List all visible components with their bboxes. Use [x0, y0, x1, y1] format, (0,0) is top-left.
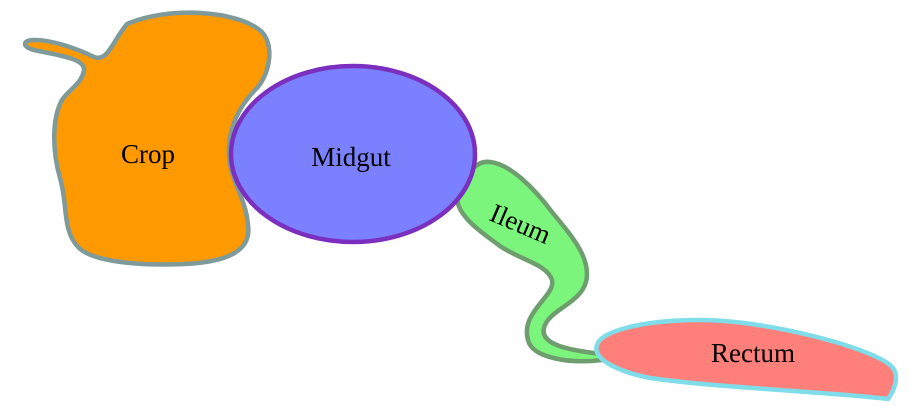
- ileum-shape: [454, 159, 605, 364]
- rectum-label: Rectum: [711, 338, 795, 368]
- rectum-shape: [594, 317, 899, 402]
- crop-shape: [22, 10, 272, 267]
- midgut-shape: [228, 63, 478, 245]
- crop-label: Crop: [121, 139, 175, 169]
- midgut-label: Midgut: [311, 142, 391, 172]
